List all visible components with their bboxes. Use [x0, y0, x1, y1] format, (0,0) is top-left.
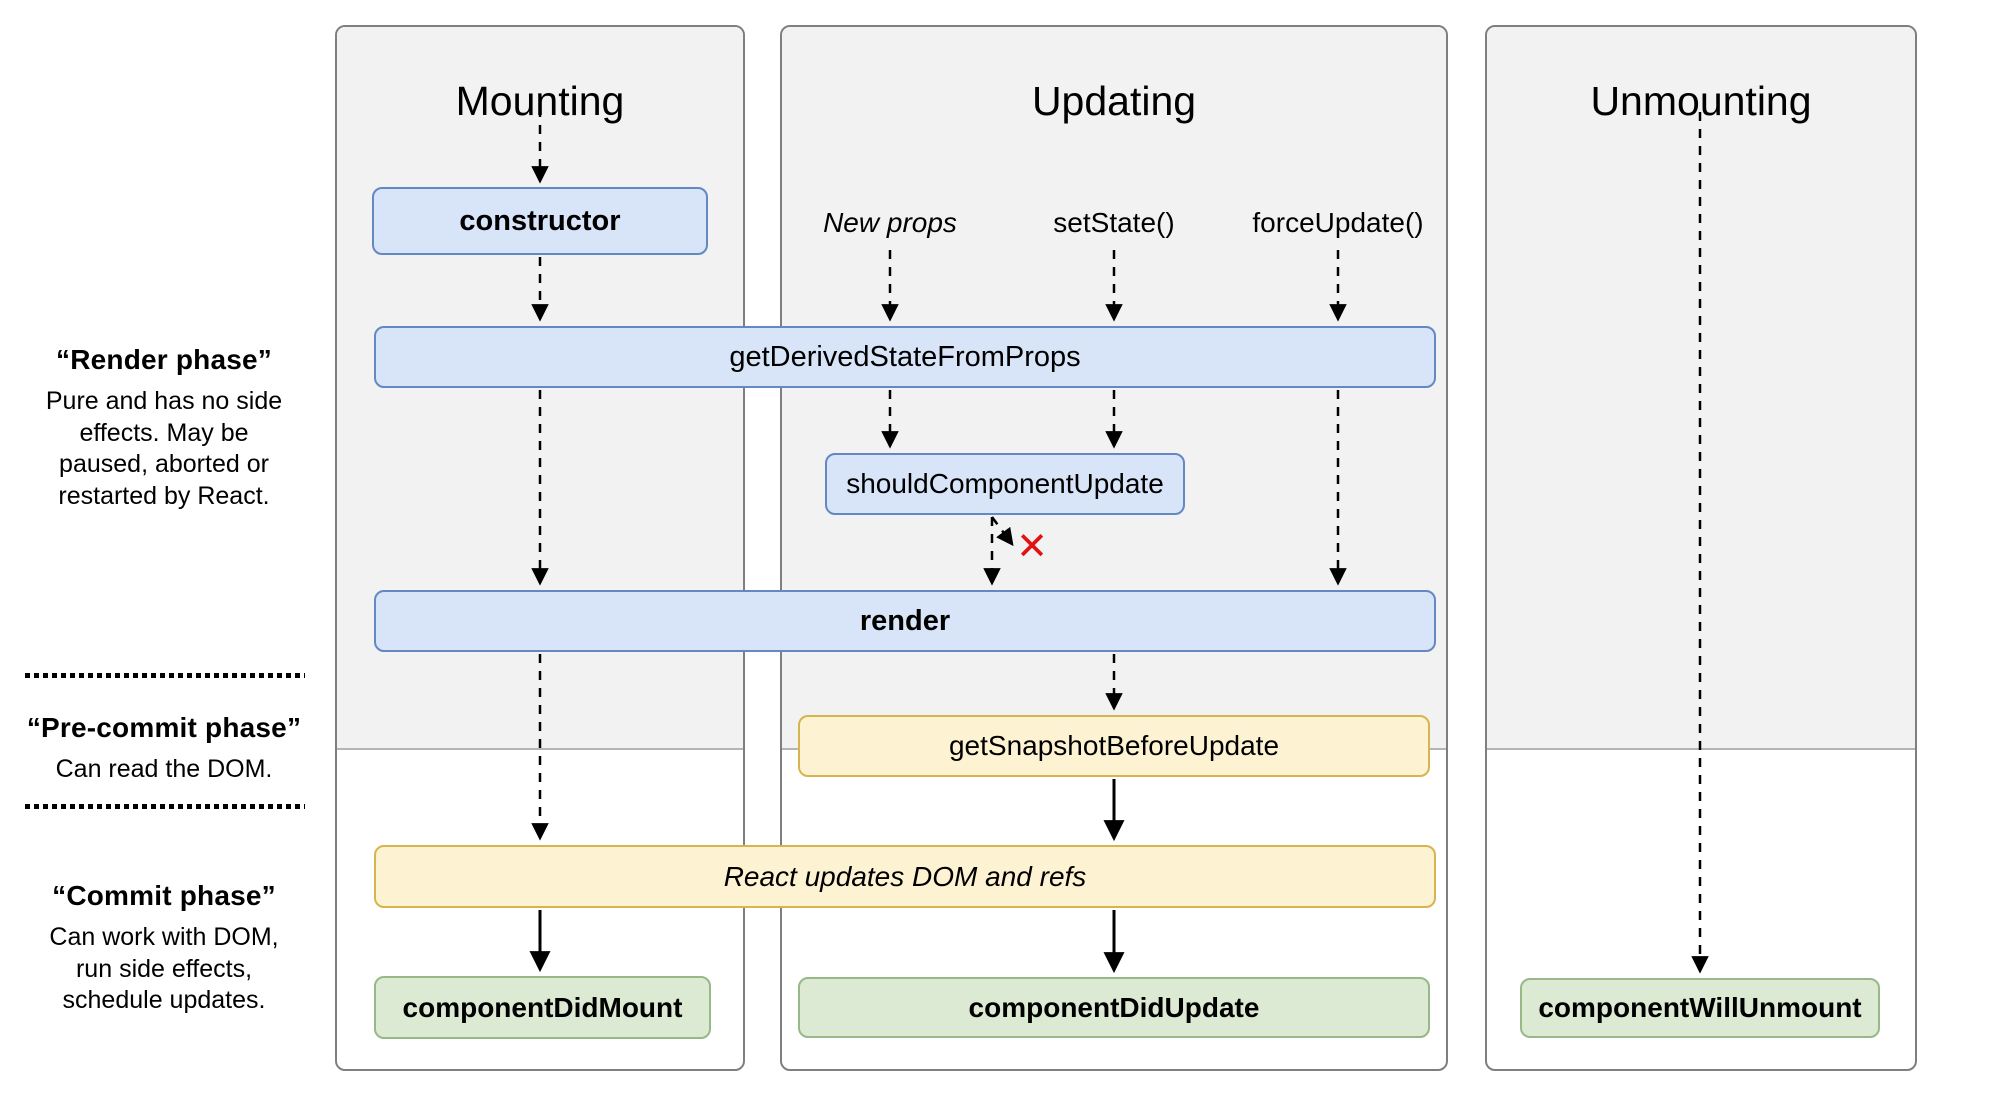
skip-render-x-mark: ✕ [1016, 526, 1048, 569]
pre-commit-phase-title: “Pre-commit phase” [26, 712, 302, 743]
box-render: render [374, 590, 1436, 652]
box-react-updates-dom-and-refs: React updates DOM and refs [374, 845, 1436, 908]
phase-divider [25, 804, 305, 809]
trigger-label-set-state: setState() [1053, 207, 1175, 238]
box-component-did-update: componentDidUpdate [798, 977, 1430, 1038]
box-component-will-unmount: componentWillUnmount [1520, 978, 1880, 1038]
render-phase-band [1487, 27, 1915, 750]
pre-commit-phase-note: “Pre-commit phase” Can read the DOM. [14, 712, 314, 786]
box-get-snapshot-before-update: getSnapshotBeforeUpdate [798, 715, 1430, 777]
panel-updating: Updating [780, 25, 1448, 1071]
column-title-mounting: Mounting [455, 78, 625, 124]
panel-mounting: Mounting [335, 25, 745, 1071]
box-get-derived-state-from-props: getDerivedStateFromProps [374, 326, 1436, 388]
pre-commit-phase-description: Can read the DOM. [55, 755, 273, 783]
commit-phase-title: “Commit phase” [52, 880, 276, 911]
trigger-label-new-props: New props [823, 207, 957, 238]
box-component-did-mount: componentDidMount [374, 976, 711, 1039]
panel-unmounting: Unmounting [1485, 25, 1917, 1071]
render-phase-note: “Render phase” Pure and has no side effe… [14, 344, 314, 512]
box-constructor: constructor [372, 187, 708, 255]
column-title-unmounting: Unmounting [1590, 78, 1812, 124]
trigger-label-force-update: forceUpdate() [1252, 207, 1424, 238]
commit-phase-description: Can work with DOM, run side effects, sch… [49, 923, 279, 1014]
render-phase-description: Pure and has no side effects. May be pau… [45, 387, 283, 510]
phase-divider [25, 673, 305, 678]
render-phase-title: “Render phase” [56, 344, 272, 375]
box-should-component-update: shouldComponentUpdate [825, 453, 1185, 515]
commit-phase-note: “Commit phase” Can work with DOM, run si… [14, 880, 314, 1017]
column-title-updating: Updating [1031, 78, 1197, 124]
